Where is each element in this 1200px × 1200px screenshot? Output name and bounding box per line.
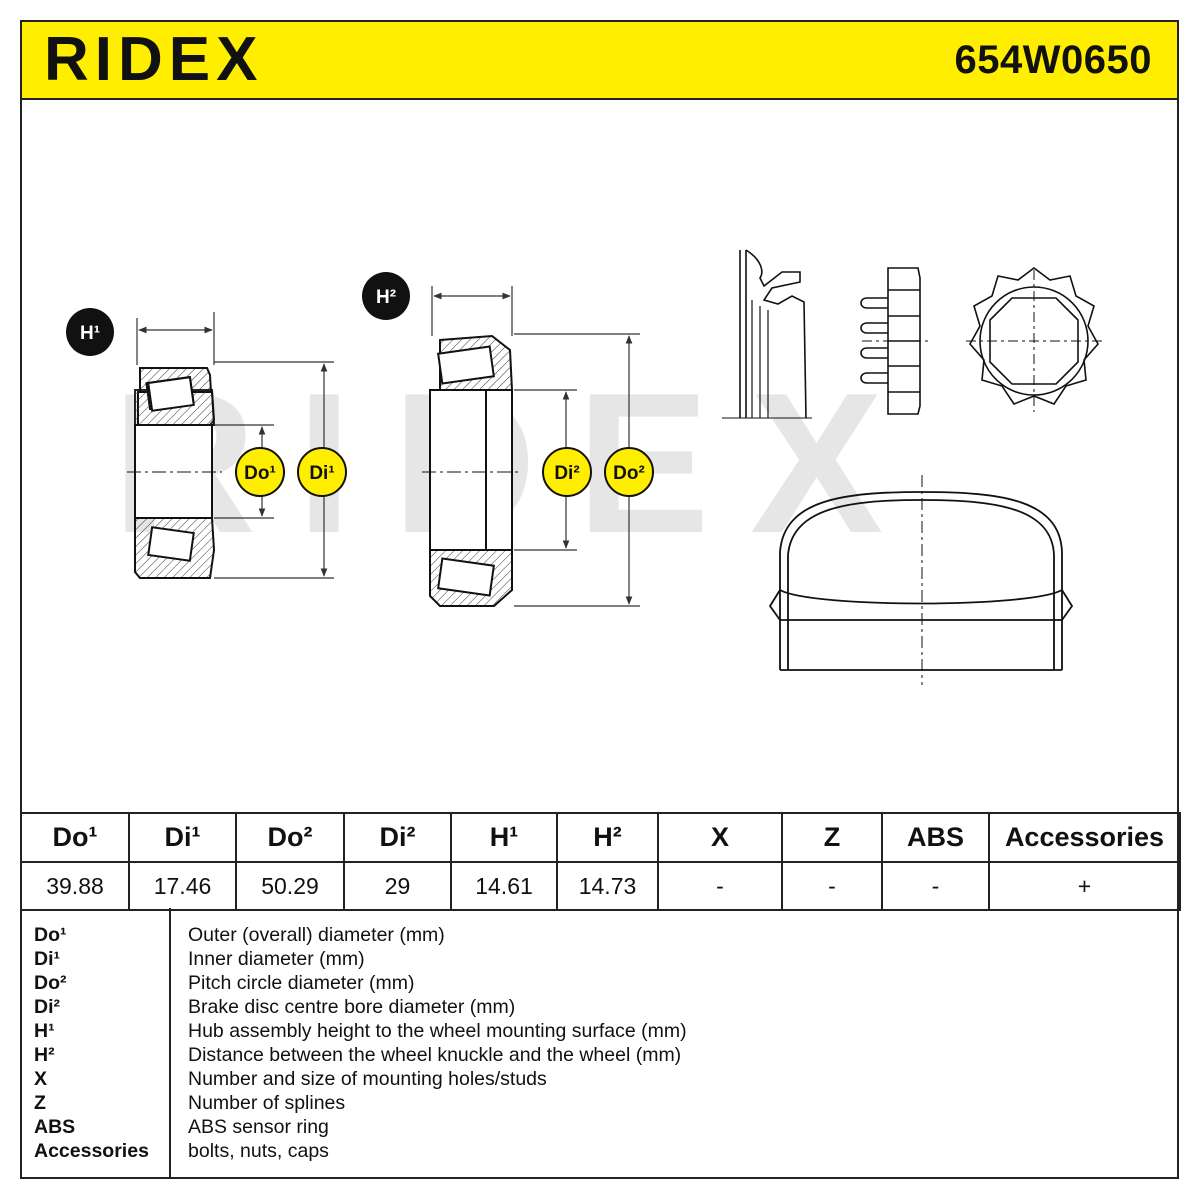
- legend-key: Do¹: [34, 924, 67, 946]
- spec-header-cell: X: [657, 812, 783, 863]
- spec-table: Do¹ Di¹ Do² Di² H¹ H² X Z ABS Accessorie…: [20, 812, 1181, 911]
- legend-key: H²: [34, 1044, 55, 1066]
- spec-header-cell: Di²: [343, 812, 452, 863]
- do2-label: Do²: [613, 463, 645, 484]
- legend-key: ABS: [34, 1116, 76, 1138]
- seal-drawing: [722, 249, 812, 419]
- ridex-logo: RIDEX: [44, 25, 263, 88]
- legend-description: Outer (overall) diameter (mm): [188, 924, 445, 946]
- legend-description: bolts, nuts, caps: [188, 1140, 329, 1162]
- di2-label: Di²: [554, 463, 579, 484]
- spec-value-cell: 39.88: [20, 861, 130, 911]
- spec-header-cell: Do²: [235, 812, 345, 863]
- legend-key: Do²: [34, 972, 67, 994]
- spec-table-value-row: 39.88 17.46 50.29 29 14.61 14.73 - - - +: [20, 861, 1181, 911]
- spec-value-cell: 50.29: [235, 861, 345, 911]
- technical-drawing: RIDEX: [66, 249, 1102, 685]
- h2-label: H²: [376, 287, 396, 308]
- legend-description: Number of splines: [188, 1092, 346, 1114]
- legend-description: Hub assembly height to the wheel mountin…: [188, 1020, 687, 1042]
- legend-description: Brake disc centre bore diameter (mm): [188, 996, 516, 1018]
- spec-value-cell: 29: [343, 861, 452, 911]
- spec-value-cell: 17.46: [128, 861, 237, 911]
- spec-header-cell: Z: [781, 812, 883, 863]
- spec-value-cell: -: [881, 861, 990, 911]
- spec-value-cell: 14.73: [556, 861, 659, 911]
- h1-label: H¹: [80, 323, 100, 344]
- ridex-logo-text: RIDEX: [44, 25, 263, 88]
- di1-label: Di¹: [309, 463, 334, 484]
- spec-value-cell: -: [657, 861, 783, 911]
- spec-header-cell: Accessories: [988, 812, 1181, 863]
- legend-descriptions: Outer (overall) diameter (mm) Inner diam…: [188, 923, 687, 1163]
- spec-table-header-row: Do¹ Di¹ Do² Di² H¹ H² X Z ABS Accessorie…: [20, 812, 1181, 863]
- do1-badge: Do¹: [235, 447, 285, 497]
- legend-keys: Do¹ Di¹ Do² Di² H¹ H² X Z ABS Accessorie…: [34, 923, 149, 1163]
- spec-header-cell: H¹: [450, 812, 558, 863]
- bearing-2-drawing: [422, 334, 522, 607]
- legend-key: Di²: [34, 996, 60, 1018]
- bearing-1-drawing: [127, 367, 222, 579]
- part-number: 654W0650: [954, 38, 1152, 82]
- legend-key: Accessories: [34, 1140, 149, 1162]
- legend-description: Pitch circle diameter (mm): [188, 972, 415, 994]
- do1-label: Do¹: [244, 463, 276, 484]
- spec-header-cell: H²: [556, 812, 659, 863]
- legend-key: Di¹: [34, 948, 60, 970]
- ridex-watermark: RIDEX: [112, 352, 923, 575]
- legend-description: Inner diameter (mm): [188, 948, 365, 970]
- legend-description: ABS sensor ring: [188, 1116, 329, 1138]
- spec-header-cell: Do¹: [20, 812, 130, 863]
- legend-description: Distance between the wheel knuckle and t…: [188, 1044, 682, 1066]
- spline-fitting-drawing: [860, 267, 928, 415]
- spec-value-cell: 14.61: [450, 861, 558, 911]
- spec-header-cell: ABS: [881, 812, 990, 863]
- legend-description: Number and size of mounting holes/studs: [188, 1068, 547, 1090]
- legend-key: Z: [34, 1092, 46, 1114]
- di2-badge: Di²: [542, 447, 592, 497]
- di1-badge: Di¹: [297, 447, 347, 497]
- dust-cap-drawing: [768, 475, 1074, 685]
- h2-badge: H²: [362, 272, 410, 320]
- spline-end-view-drawing: [966, 267, 1102, 412]
- spec-value-cell: -: [781, 861, 883, 911]
- legend: Do¹ Di¹ Do² Di² H¹ H² X Z ABS Accessorie…: [20, 908, 1179, 1179]
- legend-divider: [169, 908, 171, 1177]
- do2-badge: Do²: [604, 447, 654, 497]
- header-bar: [20, 20, 1179, 100]
- spec-value-cell: +: [988, 861, 1181, 911]
- legend-key: H¹: [34, 1020, 55, 1042]
- legend-key: X: [34, 1068, 48, 1090]
- spec-header-cell: Di¹: [128, 812, 237, 863]
- h1-badge: H¹: [66, 308, 114, 356]
